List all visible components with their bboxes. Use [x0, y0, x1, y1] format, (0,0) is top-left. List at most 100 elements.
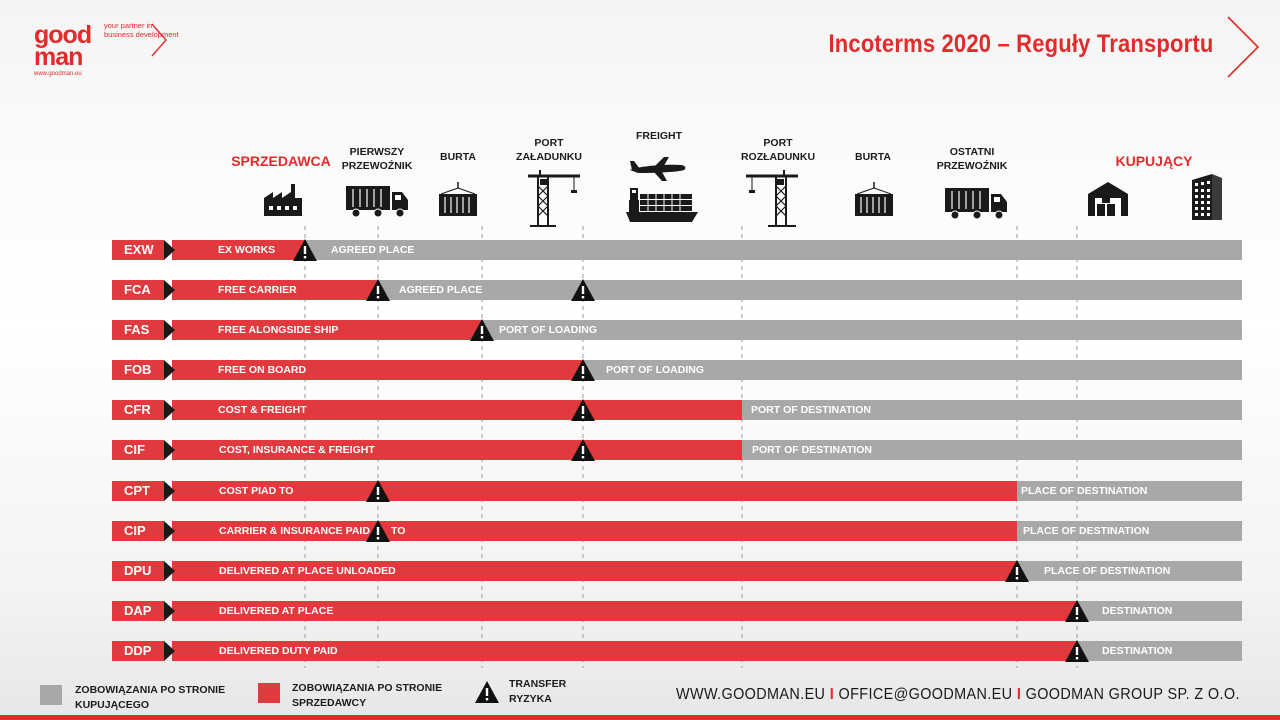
- arrow-icon: [164, 521, 175, 541]
- seller-bar: [172, 641, 1077, 661]
- risk-transfer-icon: [571, 359, 595, 381]
- legend-buyer-swatch: [40, 685, 62, 705]
- seller-label: COST, INSURANCE & FREIGHT: [219, 444, 375, 456]
- incoterm-code: EXW: [112, 240, 164, 260]
- arrow-icon: [164, 440, 175, 460]
- crane-icon-2: [746, 170, 798, 227]
- buyer-label: DESTINATION: [1102, 605, 1173, 617]
- seller-bar: [172, 240, 305, 260]
- seller-bar: [172, 400, 742, 420]
- incoterm-code: FAS: [112, 320, 164, 340]
- risk-transfer-icon: [571, 279, 595, 301]
- seller-label: EX WORKS: [218, 244, 276, 256]
- buyer-label: DESTINATION: [1102, 645, 1173, 657]
- buyer-label: AGREED PLACE: [331, 244, 415, 256]
- seller-bar: [172, 280, 378, 300]
- header-freight: FREIGHT: [635, 130, 683, 142]
- crane-icon: [528, 170, 580, 227]
- seller-label: FREE ALONGSIDE SHIP: [218, 324, 339, 336]
- arrow-icon: [164, 641, 175, 661]
- seller-label: CARRIER & INSURANCE PAID: [219, 525, 370, 537]
- title-chevron-icon: [1227, 16, 1260, 78]
- logo-word-good: good: [34, 21, 92, 49]
- arrow-icon: [164, 481, 175, 501]
- airplane-icon: [630, 157, 686, 181]
- seller-bar: [172, 360, 583, 380]
- arrow-icon: [164, 360, 175, 380]
- goodman-logo[interactable]: good man your partner in business develo…: [34, 21, 179, 82]
- incoterm-code-label: CFR: [124, 402, 151, 417]
- legend-seller-label: ZOBOWIĄZANIA PO STRONIE SPRZEDAWCY: [292, 682, 443, 709]
- buyer-label: PORT OF LOADING: [606, 364, 704, 376]
- incoterm-code: CFR: [112, 400, 164, 420]
- bottom-accent-line: [0, 715, 1280, 720]
- header-port-unloading: PORT ROZŁADUNKU: [740, 137, 816, 163]
- footer-company: GOODMAN GROUP SP. Z O.O.: [1025, 686, 1240, 703]
- warehouse-icon: [1088, 182, 1128, 216]
- incoterm-code-label: CIF: [124, 442, 145, 457]
- incoterm-code-label: DDP: [124, 643, 152, 658]
- footer-website-link[interactable]: WWW.GOODMAN.EU: [676, 686, 826, 703]
- incoterm-code: DAP: [112, 601, 164, 621]
- footer-contact: WWW.GOODMAN.EU I OFFICE@GOODMAN.EU I GOO…: [676, 686, 1240, 704]
- incoterm-code: FCA: [112, 280, 164, 300]
- arrow-icon: [164, 400, 175, 420]
- truck-icon-2: [945, 188, 1007, 220]
- legend-seller-swatch: [258, 683, 280, 703]
- logo-url: www.goodman.eu: [34, 71, 82, 77]
- risk-transfer-icon: [571, 439, 595, 461]
- buyer-label: PLACE OF DESTINATION: [1044, 565, 1171, 577]
- arrow-icon: [164, 240, 175, 260]
- ship-icon: [626, 188, 698, 222]
- risk-transfer-icon: [293, 239, 317, 261]
- office-building-icon: [1192, 174, 1222, 220]
- risk-transfer-icon: [470, 319, 494, 341]
- seller-label-suffix: TO: [391, 525, 406, 537]
- incoterm-code: FOB: [112, 360, 164, 380]
- legend-risk-transfer-icon: [475, 681, 499, 703]
- footer-email-link[interactable]: OFFICE@GOODMAN.EU: [838, 686, 1013, 703]
- incoterm-row-dpu: DPU DELIVERED AT PLACE UNLOADED PLACE OF…: [112, 560, 1242, 582]
- risk-transfer-icon: [366, 520, 390, 542]
- arrow-icon: [164, 601, 175, 621]
- incoterm-code: CPT: [112, 481, 164, 501]
- footer-separator: I: [1016, 686, 1022, 703]
- incoterm-code-label: DAP: [124, 603, 152, 618]
- header-port-loading: PORT ZAŁADUNKU: [516, 137, 582, 163]
- seller-bar: [172, 561, 1017, 581]
- header-burta-2: BURTA: [855, 151, 891, 163]
- container-icon-2: [855, 182, 893, 216]
- incoterm-row-fob: FOB FREE ON BOARD PORT OF LOADING: [112, 359, 1242, 381]
- risk-transfer-icon: [1005, 560, 1029, 582]
- legend-buyer-label: ZOBOWIĄZANIA PO STRONIE KUPUJĄCEGO: [75, 684, 226, 711]
- incoterm-row-dap: DAP DELIVERED AT PLACE DESTINATION: [112, 600, 1242, 622]
- logo-tagline: your partner in business development: [104, 21, 179, 39]
- buyer-label: PORT OF DESTINATION: [752, 444, 872, 456]
- buyer-label: PORT OF LOADING: [499, 324, 597, 336]
- header-seller: SPRZEDAWCA: [231, 153, 331, 169]
- incoterm-row-cip: CIP CARRIER & INSURANCE PAID TO PLACE OF…: [112, 520, 1242, 542]
- incoterm-row-cif: CIF COST, INSURANCE & FREIGHT PORT OF DE…: [112, 439, 1242, 461]
- seller-label: FREE CARRIER: [218, 284, 297, 296]
- footer-separator: I: [829, 686, 835, 703]
- seller-label: FREE ON BOARD: [218, 364, 307, 376]
- truck-icon: [346, 186, 408, 218]
- incoterm-code-label: CIP: [124, 523, 146, 538]
- incoterm-row-ddp: DDP DELIVERED DUTY PAID DESTINATION: [112, 640, 1242, 662]
- risk-transfer-icon: [1065, 600, 1089, 622]
- incoterm-code-label: FCA: [124, 282, 151, 297]
- arrow-icon: [164, 280, 175, 300]
- incoterm-code: DPU: [112, 561, 164, 581]
- seller-bar: [172, 601, 1077, 621]
- seller-label: COST PIAD TO: [219, 485, 294, 497]
- seller-bar: [172, 440, 742, 460]
- incoterm-row-cfr: CFR COST & FREIGHT PORT OF DESTINATION: [112, 399, 1242, 421]
- page-title: Incoterms 2020 – Reguły Transportu: [828, 30, 1214, 58]
- incoterm-row-exw: EXW EX WORKS AGREED PLACE: [112, 239, 1242, 261]
- logo-chevron-icon: [151, 23, 167, 57]
- incoterm-row-fas: FAS FREE ALONGSIDE SHIP PORT OF LOADING: [112, 319, 1242, 341]
- container-icon: [439, 182, 477, 216]
- seller-label: DELIVERED AT PLACE: [219, 605, 334, 617]
- incoterm-code-label: EXW: [124, 242, 154, 257]
- incoterm-code-label: DPU: [124, 563, 152, 578]
